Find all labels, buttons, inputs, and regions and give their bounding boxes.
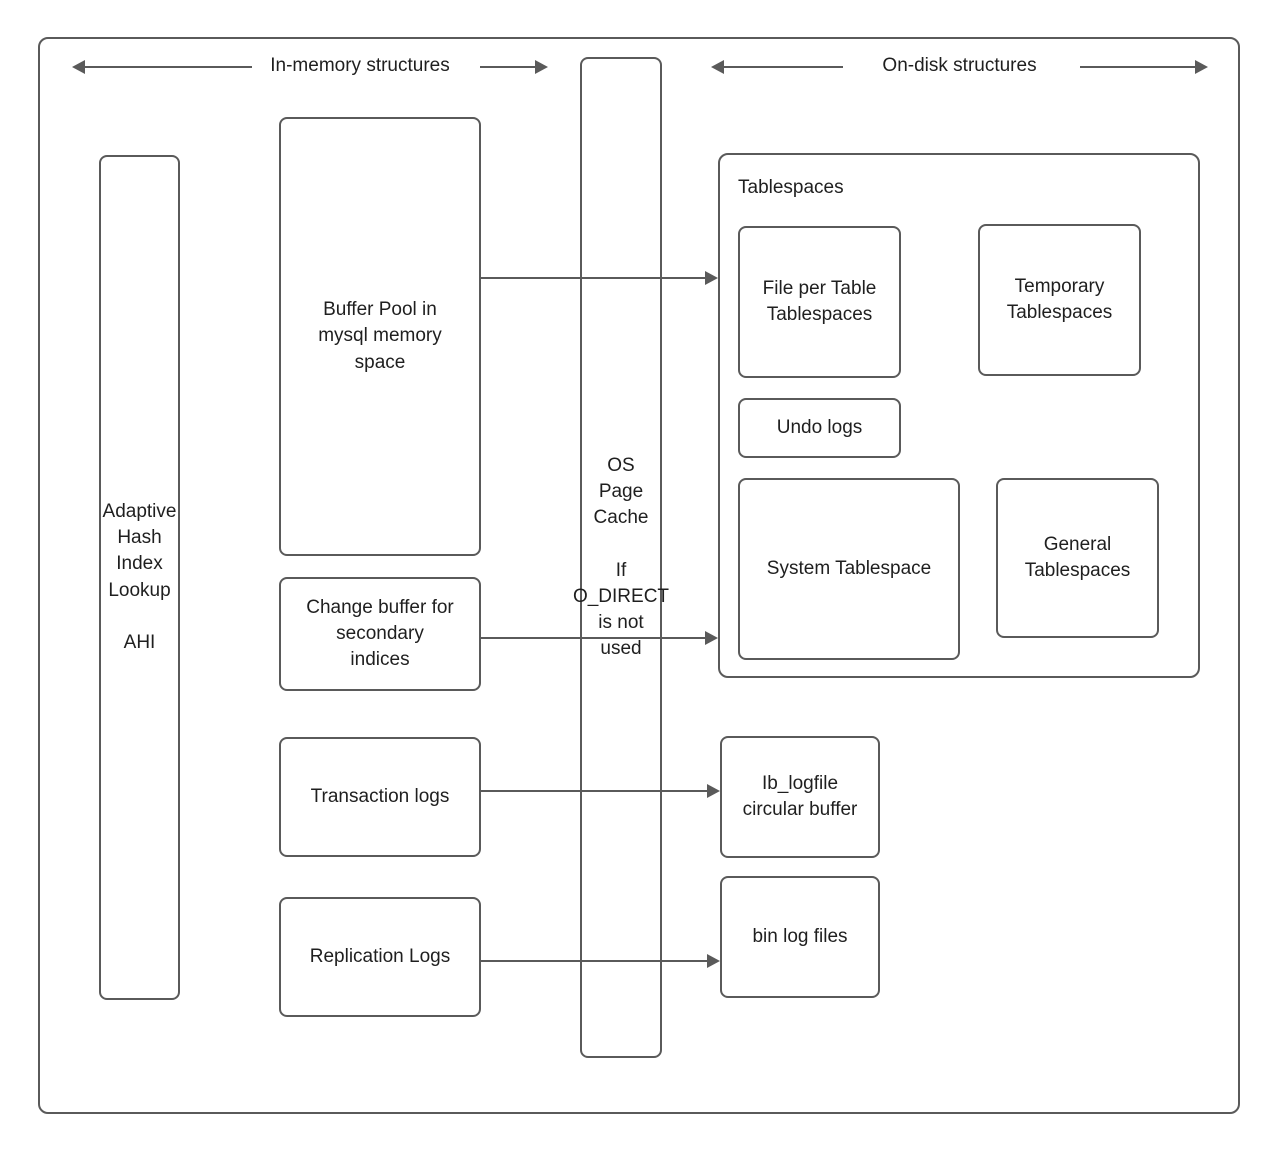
- banner-in-memory-left-arrowhead: [72, 60, 85, 74]
- connector-replication-logs-to-bin-log-files-arrowhead: [707, 954, 720, 968]
- box-replication-logs[interactable]: Replication Logs: [279, 897, 481, 1017]
- banner-on-disk-left-line: [723, 66, 843, 68]
- connector-change-buffer-to-tablespaces-arrowhead: [705, 631, 718, 645]
- box-general-tablespaces[interactable]: General Tablespaces: [996, 478, 1159, 638]
- banner-on-disk-label: On-disk structures: [882, 55, 1037, 76]
- box-temporary-tablespaces[interactable]: Temporary Tablespaces: [978, 224, 1141, 376]
- box-change-buffer-label: Change buffer for secondary indices: [306, 596, 454, 670]
- box-file-per-table-tablespaces-label: File per Table Tablespaces: [762, 277, 877, 325]
- box-undo-logs[interactable]: Undo logs: [738, 398, 901, 458]
- box-undo-logs-label: Undo logs: [776, 416, 863, 438]
- box-system-tablespace[interactable]: System Tablespace: [738, 478, 960, 660]
- box-transaction-logs-label: Transaction logs: [310, 785, 450, 807]
- box-replication-logs-label: Replication Logs: [309, 945, 451, 967]
- connector-transaction-logs-to-ib-logfile-line: [481, 790, 707, 792]
- box-bin-log-files-label: bin log files: [752, 925, 848, 947]
- box-change-buffer[interactable]: Change buffer for secondary indices: [279, 577, 481, 691]
- box-buffer-pool[interactable]: Buffer Pool in mysql memory space: [279, 117, 481, 556]
- connector-change-buffer-to-tablespaces-line: [481, 637, 705, 639]
- box-system-tablespace-label: System Tablespace: [766, 557, 932, 579]
- box-adaptive-hash-index[interactable]: Adaptive Hash Index Lookup AHI: [99, 155, 180, 1000]
- banner-in-memory-right-arrowhead: [535, 60, 548, 74]
- outer-frame: [38, 37, 1240, 1114]
- connector-buffer-pool-to-tablespaces-line: [481, 277, 705, 279]
- box-general-tablespaces-label: General Tablespaces: [1024, 533, 1131, 581]
- group-tablespaces-label: Tablespaces: [738, 177, 844, 198]
- connector-replication-logs-to-bin-log-files-line: [481, 960, 707, 962]
- box-buffer-pool-label: Buffer Pool in mysql memory space: [318, 299, 442, 373]
- box-ib-logfile[interactable]: Ib_logfile circular buffer: [720, 736, 880, 858]
- box-os-page-cache[interactable]: OS Page Cache If O_DIRECT is not used: [573, 57, 669, 1058]
- connector-transaction-logs-to-ib-logfile-arrowhead: [707, 784, 720, 798]
- box-ib-logfile-label: Ib_logfile circular buffer: [742, 772, 858, 820]
- banner-in-memory-right-line: [480, 66, 535, 68]
- banner-in-memory-label: In-memory structures: [270, 55, 450, 76]
- box-bin-log-files[interactable]: bin log files: [720, 876, 880, 998]
- banner-on-disk-right-arrowhead: [1195, 60, 1208, 74]
- banner-on-disk-right-line: [1080, 66, 1195, 68]
- banner-in-memory-left-line: [84, 66, 252, 68]
- box-file-per-table-tablespaces[interactable]: File per Table Tablespaces: [738, 226, 901, 378]
- group-tablespaces: Tablespaces: [718, 153, 1200, 678]
- banner-on-disk-left-arrowhead: [711, 60, 724, 74]
- box-transaction-logs[interactable]: Transaction logs: [279, 737, 481, 857]
- connector-buffer-pool-to-tablespaces-arrowhead: [705, 271, 718, 285]
- box-temporary-tablespaces-label: Temporary Tablespaces: [1006, 275, 1113, 323]
